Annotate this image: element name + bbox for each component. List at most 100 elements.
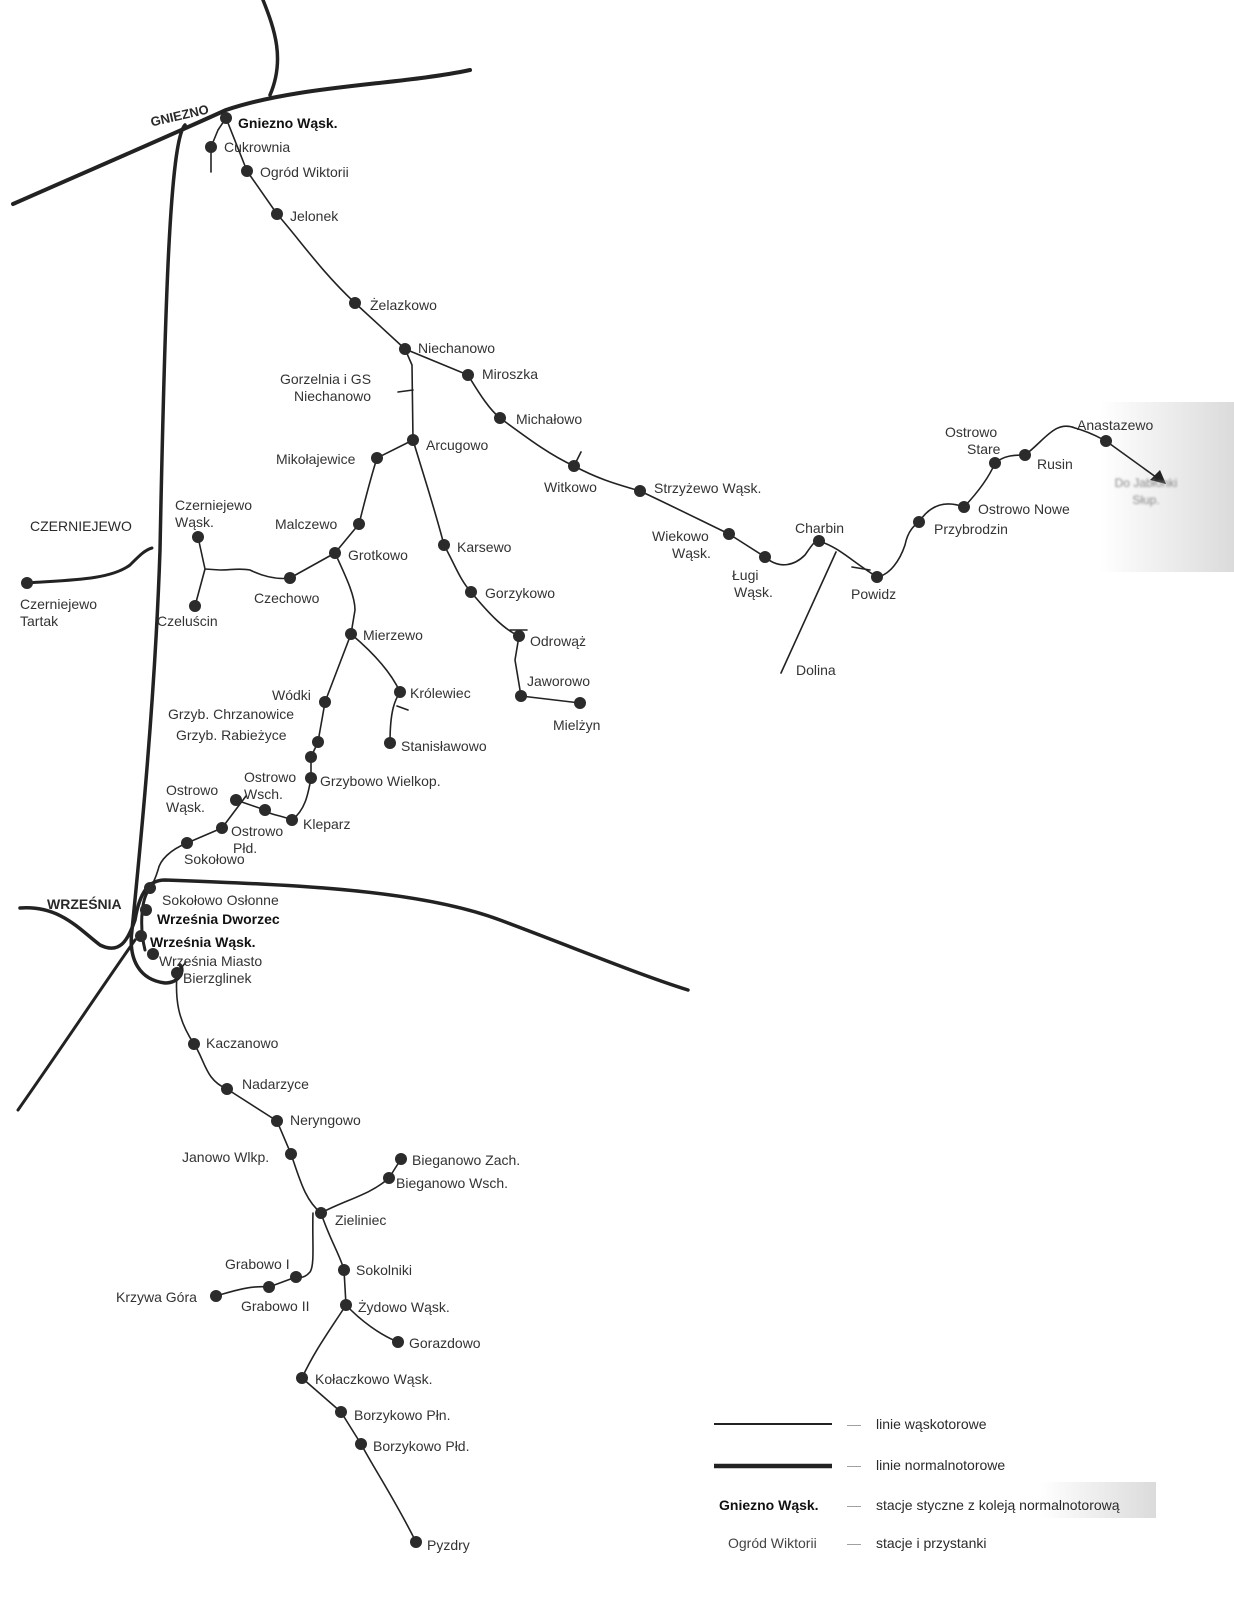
station-name: Grabowo II: [241, 1298, 310, 1314]
station-dot-nadarzyce[interactable]: [221, 1083, 233, 1095]
station-dot-zelazkowo[interactable]: [349, 297, 361, 309]
station-dot-ogrod-wiktorii[interactable]: [241, 165, 253, 177]
station-dot-wrzesnia-miasto[interactable]: [147, 948, 159, 960]
station-label-mielzyn: Mielżyn: [553, 717, 600, 734]
station-name: Gorazdowo: [409, 1335, 481, 1351]
station-name: Wódki: [272, 687, 311, 703]
station-name: Michałowo: [516, 411, 583, 427]
station-dot-wrzesnia-dworzec[interactable]: [140, 904, 152, 916]
station-dot-wodki[interactable]: [319, 696, 331, 708]
station-dot-zydowo-wask[interactable]: [340, 1299, 352, 1311]
station-name: Ostrowo Nowe: [978, 501, 1070, 517]
station-dot-strzyzewo-wask[interactable]: [634, 485, 646, 497]
station-dot-ostrowo-stare[interactable]: [989, 457, 1001, 469]
station-dot-sokolowo[interactable]: [181, 837, 193, 849]
station-dot-grotkowo[interactable]: [329, 547, 341, 559]
station-dot-czerniejewo-tartak[interactable]: [21, 577, 33, 589]
standard-gauge-line: [16, 938, 137, 1112]
station-name: Arcugowo: [426, 437, 489, 453]
station-dot-krzywa-gora[interactable]: [210, 1290, 222, 1302]
standard-gauge-line: [18, 878, 690, 992]
station-dot-ostrowo-wask[interactable]: [230, 794, 242, 806]
station-name: Sokolniki: [356, 1262, 413, 1278]
station-dot-gorazdowo[interactable]: [392, 1336, 404, 1348]
station-label-malczewo: Malczewo: [275, 516, 337, 533]
station-name: Żydowo Wąsk.: [358, 1299, 450, 1315]
station-dot-anastazewo[interactable]: [1100, 435, 1112, 447]
station-dot-malczewo[interactable]: [353, 518, 365, 530]
station-dot-stanislawowo[interactable]: [384, 737, 396, 749]
station-dot-grzybowo-wielkop[interactable]: [305, 772, 317, 784]
station-name: Gniezno Wąsk.: [238, 115, 338, 131]
station-label-krolewiec: Królewiec: [410, 685, 471, 702]
station-dot-rusin[interactable]: [1019, 449, 1031, 461]
narrow-gauge-line: [780, 551, 871, 674]
station-dot-kleparz[interactable]: [286, 814, 298, 826]
station-name: Gorzelnia i GS: [280, 371, 372, 387]
legend-stop-sample: Ogród Wiktorii: [728, 1535, 817, 1551]
station-dot-jelonek[interactable]: [271, 208, 283, 220]
station-dot-borzykowo-pld[interactable]: [355, 1438, 367, 1450]
station-dot-arcugowo[interactable]: [407, 434, 419, 446]
station-dot-michalowo[interactable]: [494, 412, 506, 424]
station-dot-wiekowo-wask[interactable]: [723, 528, 735, 540]
station-dot-lugi-wask[interactable]: [759, 551, 771, 563]
station-dot-ostrowo-wsch[interactable]: [259, 804, 271, 816]
station-dot-niechanowo[interactable]: [399, 343, 411, 355]
station-name: Odrowąż: [530, 633, 587, 649]
station-dot-bierzglinek[interactable]: [171, 967, 183, 979]
station-dot-mierzewo[interactable]: [345, 628, 357, 640]
station-dot-gniezno-wask[interactable]: [220, 112, 232, 124]
station-dot-borzykowo-pln[interactable]: [335, 1406, 347, 1418]
station-dot-odrowaz[interactable]: [513, 630, 525, 642]
station-label-ostrowo-nowe: Ostrowo Nowe: [978, 501, 1070, 518]
station-dot-cukrownia[interactable]: [205, 141, 217, 153]
station-dot-karsewo[interactable]: [438, 539, 450, 551]
station-label-dolina: Dolina: [796, 662, 836, 679]
station-dot-jaworowo[interactable]: [515, 690, 527, 702]
station-name: Grabowo I: [225, 1256, 290, 1272]
station-dot-wrzesnia-wask[interactable]: [135, 930, 147, 942]
station-dot-zieliniec[interactable]: [315, 1207, 327, 1219]
station-name: Kołaczkowo Wąsk.: [315, 1371, 433, 1387]
station-label-wrzesnia-miasto: Września Miasto: [159, 953, 262, 970]
station-dot-powidz[interactable]: [871, 571, 883, 583]
station-dot-kaczanowo[interactable]: [188, 1038, 200, 1050]
station-dot-sokolniki[interactable]: [338, 1264, 350, 1276]
station-label-niechanowo: Niechanowo: [418, 340, 495, 357]
standard-gauge-line: [129, 123, 187, 985]
station-dot-czeluscin[interactable]: [189, 600, 201, 612]
station-name: Sokołowo: [184, 851, 245, 867]
station-dot-sokolowo-oslonne[interactable]: [144, 882, 156, 894]
station-dot-mikolajewice[interactable]: [371, 452, 383, 464]
station-dot-czerniejewo-wask[interactable]: [192, 531, 204, 543]
station-dot-grzyb-rabiezyce[interactable]: [305, 751, 317, 763]
station-dot-grzyb-chrzanowice[interactable]: [312, 736, 324, 748]
station-dot-miroszka[interactable]: [462, 369, 474, 381]
station-dot-grabowo-ii[interactable]: [263, 1281, 275, 1293]
station-label-gorazdowo: Gorazdowo: [409, 1335, 481, 1352]
station-dot-krolewiec[interactable]: [394, 686, 406, 698]
station-dot-witkowo[interactable]: [568, 460, 580, 472]
station-dot-bieganowo-zach[interactable]: [395, 1153, 407, 1165]
station-dot-neryngowo[interactable]: [271, 1115, 283, 1127]
station-dot-grabowo-i[interactable]: [290, 1271, 302, 1283]
station-dot-janowo-wlkp[interactable]: [285, 1148, 297, 1160]
station-label-sokolowo-oslonne: Sokołowo Osłonne: [162, 892, 279, 909]
station-name: Borzykowo Płn.: [354, 1407, 451, 1423]
station-label-ogrod-wiktorii: Ogród Wiktorii: [260, 164, 349, 181]
station-dot-kolaczkowo-wask[interactable]: [296, 1372, 308, 1384]
station-dot-ostrowo-pld[interactable]: [216, 822, 228, 834]
station-label-sokolniki: Sokolniki: [356, 1262, 412, 1279]
station-dot-bieganowo-wsch[interactable]: [383, 1172, 395, 1184]
station-dot-czechowo[interactable]: [284, 572, 296, 584]
station-dot-ostrowo-nowe[interactable]: [958, 501, 970, 513]
station-dot-mielzyn[interactable]: [574, 697, 586, 709]
station-dot-przybrodzin[interactable]: [913, 516, 925, 528]
station-dot-gorzykowo[interactable]: [465, 586, 477, 598]
station-dot-pyzdry[interactable]: [410, 1536, 422, 1548]
station-dot-charbin[interactable]: [813, 535, 825, 547]
